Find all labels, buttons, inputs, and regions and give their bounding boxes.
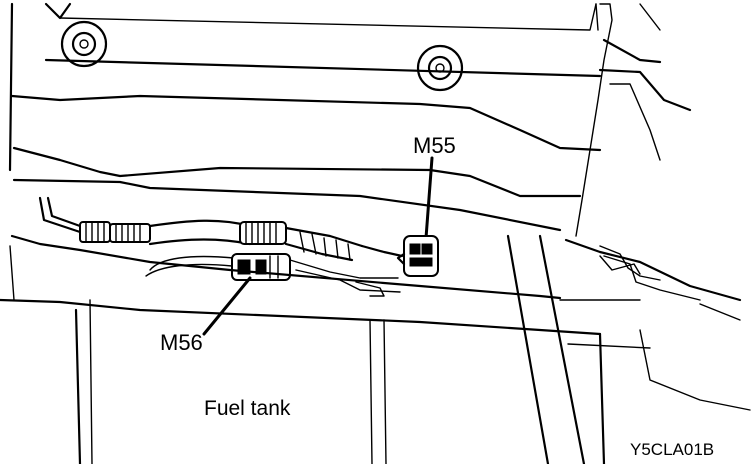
mounting-bolt-left (60, 20, 108, 68)
figure-code: Y5CLA01B (630, 440, 715, 459)
fuel-tank-label: Fuel tank (204, 397, 291, 420)
connector-m55-label: M55 (413, 133, 456, 158)
fuel-tank-outline (0, 234, 751, 466)
side-rail (506, 234, 651, 466)
mounting-bolt-right (416, 44, 464, 92)
brake-line-bracket (599, 245, 741, 321)
connector-m56-label: M56 (160, 330, 203, 355)
connector-m56 (202, 253, 291, 336)
fuel-hose-assembly (38, 196, 404, 297)
body-frame (8, 2, 742, 302)
connector-m55 (396, 156, 439, 277)
